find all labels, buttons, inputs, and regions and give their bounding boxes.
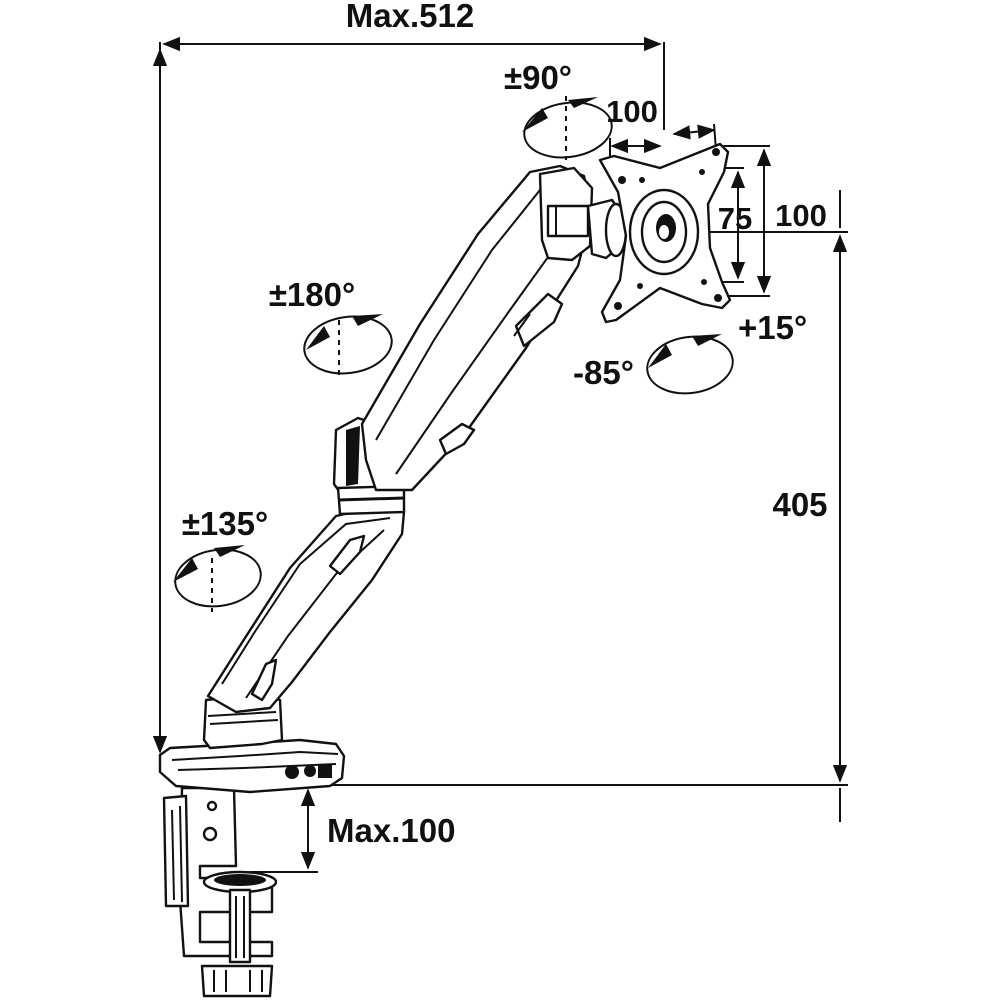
- clamp-max-label: Max.100: [327, 812, 455, 849]
- upper-arm: [360, 164, 594, 492]
- tilt-down-label: -85°: [573, 354, 634, 391]
- max-reach-label: Max.512: [346, 0, 474, 34]
- tilt-up-label: +15°: [738, 309, 807, 346]
- desk-clamp: [162, 786, 278, 998]
- head-swivel-label: ±90°: [504, 59, 572, 96]
- height-label: 405: [772, 486, 827, 523]
- tilt-indicator: +15° -85°: [573, 309, 807, 395]
- upper-arm-rotation-label: ±180°: [269, 276, 355, 313]
- vesa-plate: [598, 142, 732, 324]
- height-dimension: 405: [320, 190, 848, 822]
- head-swivel-indicator: ±90°: [504, 59, 613, 160]
- vesa-small-height-label: 75: [718, 201, 752, 236]
- clamp-dimension: Max.100: [250, 788, 455, 873]
- upper-arm-rotation-indicator: ±180°: [269, 276, 393, 378]
- vesa-large-width-label: 100: [606, 94, 658, 129]
- lower-arm-rotation-indicator: ±135°: [173, 505, 268, 612]
- vesa-large-height-label: 100: [775, 198, 827, 233]
- max-reach-dimension: Max.512: [159, 0, 665, 130]
- head-joint: [538, 166, 628, 262]
- lower-arm: [206, 506, 406, 714]
- lower-arm-rotation-label: ±135°: [182, 505, 268, 542]
